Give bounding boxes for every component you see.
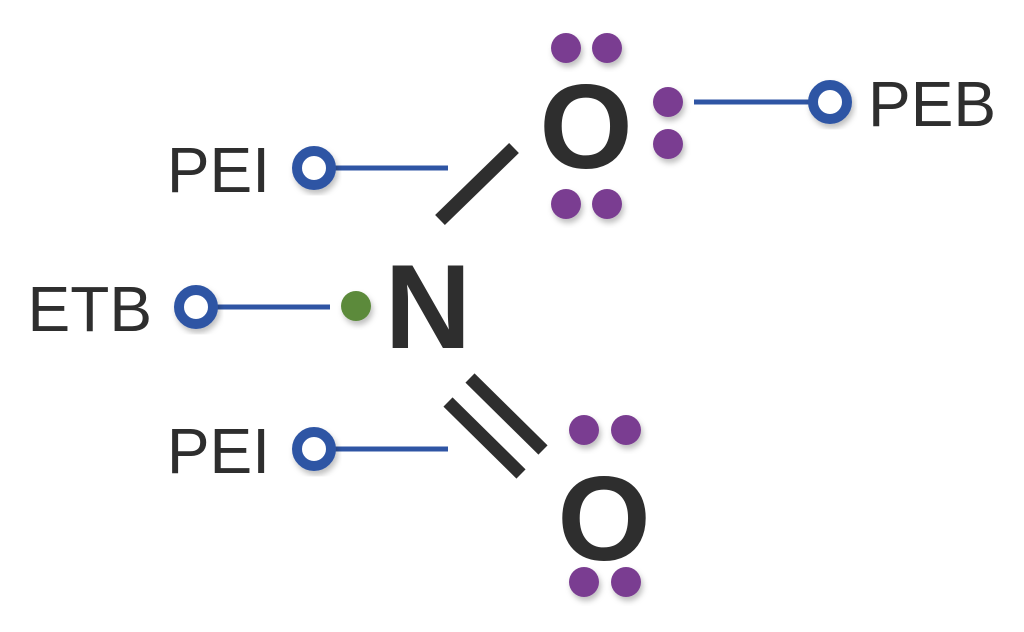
lone-pair-o-top-upper [551,33,622,63]
atom-o-bottom: O [557,452,650,586]
label-peb: PEB [868,68,996,140]
lone-pair-o-top-right [653,87,683,159]
label-pei-bottom: PEI [167,415,270,487]
marker-pei-bottom [292,427,336,471]
lone-pair-o-bottom-lower [569,567,641,597]
lone-pair-o-bottom-upper [569,415,641,445]
unpaired-electron-n [341,291,371,321]
atom-n: N [385,240,472,374]
atom-o-top: O [539,60,632,194]
lone-pair-o-top-lower [551,189,622,219]
double-bond-line-1 [443,397,526,479]
label-etb: ETB [28,273,152,345]
marker-etb [174,285,218,329]
marker-pei-top [292,146,336,190]
marker-peb [808,80,852,124]
double-bond-line-2 [465,373,548,455]
single-bond-n-o [435,142,519,226]
label-pei-top: PEI [167,134,270,206]
